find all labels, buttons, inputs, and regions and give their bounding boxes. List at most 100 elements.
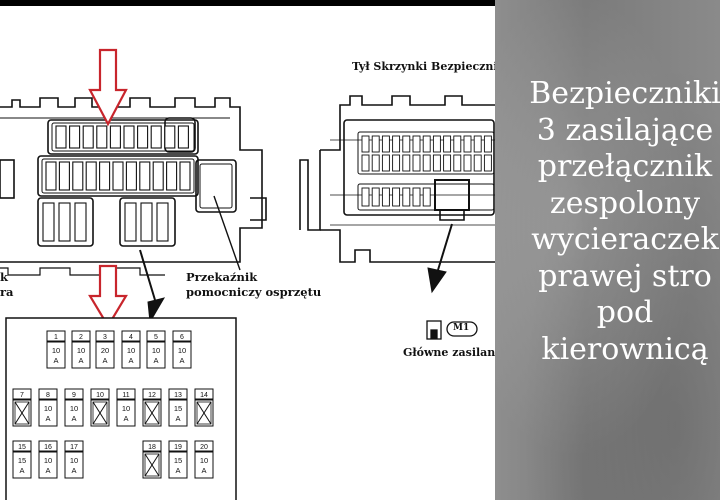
right-fuse-box xyxy=(299,95,495,263)
fuse-slot xyxy=(99,161,111,191)
fuse-body xyxy=(121,341,141,369)
fuse-body xyxy=(12,451,32,479)
fuse-amp: 15 xyxy=(174,404,182,413)
fuse-slot xyxy=(72,161,84,191)
fuse-cell: 14 xyxy=(194,388,214,427)
fuse-number-box xyxy=(194,440,214,452)
fuse-slot xyxy=(85,161,97,191)
fuse-slot xyxy=(123,125,135,149)
fuse-amp: 10 xyxy=(44,404,52,413)
fuse-slot xyxy=(483,154,492,172)
fuse-amp: 10 xyxy=(70,404,78,413)
caption-line: kierownicą xyxy=(541,331,709,367)
fuse-number: 1 xyxy=(54,334,58,341)
fuse-slot xyxy=(82,125,94,149)
fuse-slot xyxy=(463,154,472,172)
fuse-number: 2 xyxy=(79,334,83,341)
fuse-empty-box xyxy=(196,401,212,425)
fuse-body xyxy=(38,399,58,427)
fuse-unit: A xyxy=(78,356,83,365)
caption-line: wycieraczek xyxy=(531,222,719,257)
main-supply-label: Główne zasilanie xyxy=(403,346,495,359)
fuse-number: 6 xyxy=(180,334,184,341)
fuse-empty-box xyxy=(92,401,108,425)
fuse-number-box xyxy=(194,388,214,400)
top-black-bar xyxy=(0,0,720,6)
fuse-amp: 10 xyxy=(127,346,135,355)
fuse-slot xyxy=(381,154,390,172)
fuse-slot xyxy=(412,154,421,172)
fuse-unit: A xyxy=(45,466,50,475)
fuse-empty-cross xyxy=(144,453,160,477)
caption-line: prawej stro xyxy=(538,258,712,294)
fuse-number-box xyxy=(142,388,162,400)
fuse-slot xyxy=(392,135,401,153)
fuse-slot xyxy=(164,125,176,149)
fuse-slot xyxy=(112,161,124,191)
fuse-slot xyxy=(422,135,431,153)
fuse-amp: 10 xyxy=(44,456,52,465)
fuse-slot xyxy=(179,161,191,191)
fuse-number-box xyxy=(168,440,188,452)
fuse-amp: 10 xyxy=(122,404,130,413)
fuse-unit: A xyxy=(19,466,24,475)
fuse-number: 4 xyxy=(129,334,133,341)
fuse-cell: 10 xyxy=(90,388,110,427)
fuse-number-box xyxy=(146,330,166,342)
fuse-number: 19 xyxy=(174,444,182,451)
fuse-number-box xyxy=(38,440,58,452)
black-arrows xyxy=(139,223,453,324)
fuse-number-box xyxy=(121,330,141,342)
fuse-slot xyxy=(125,161,137,191)
fuse-empty-cross xyxy=(92,401,108,425)
fuse-body xyxy=(146,341,166,369)
m1-label: M1 xyxy=(453,323,470,333)
fuse-amp: 10 xyxy=(52,346,60,355)
fuse-body xyxy=(64,451,84,479)
fuse-slot xyxy=(463,135,472,153)
fuse-unit: A xyxy=(153,356,158,365)
fuse-body xyxy=(38,451,58,479)
fuse-number-box xyxy=(64,440,84,452)
fuse-slot xyxy=(58,202,71,242)
fuse-slot xyxy=(371,154,380,172)
fuse-number-box xyxy=(168,388,188,400)
fuse-unit: A xyxy=(201,466,206,475)
fuse-body xyxy=(172,341,192,369)
fuse-unit: A xyxy=(53,356,58,365)
fuse-slot xyxy=(402,135,411,153)
fuse-body xyxy=(46,341,66,369)
fuse-number-box xyxy=(38,388,58,400)
fuse-number-box xyxy=(95,330,115,342)
fuse-slot xyxy=(443,135,452,153)
fuse-unit: A xyxy=(175,414,180,423)
fuse-body xyxy=(71,341,91,369)
fuse-slot xyxy=(473,154,482,172)
fuse-unit: A xyxy=(71,466,76,475)
fuse-cell: 19 15A xyxy=(168,440,188,479)
fuse-slot xyxy=(42,202,55,242)
fuse-number: 10 xyxy=(96,392,104,399)
caption-overlay: Bezpieczniki 3 zasilające przełącznik ze… xyxy=(495,0,720,500)
fuse-number-box xyxy=(90,388,110,400)
fuse-slot xyxy=(156,202,169,242)
fuse-unit: A xyxy=(175,466,180,475)
fuse-amp: 20 xyxy=(101,346,109,355)
fuse-slot xyxy=(392,187,401,207)
fuse-number-box xyxy=(64,388,84,400)
fuse-slot xyxy=(96,125,108,149)
fuse-amp: 15 xyxy=(174,456,182,465)
caption-text: Bezpieczniki 3 zasilające przełącznik ze… xyxy=(495,76,720,368)
fuse-slot xyxy=(177,125,189,149)
fuse-number: 15 xyxy=(18,444,26,451)
fuse-number: 18 xyxy=(148,444,156,451)
fuse-slot xyxy=(483,135,492,153)
fuse-number-box xyxy=(71,330,91,342)
